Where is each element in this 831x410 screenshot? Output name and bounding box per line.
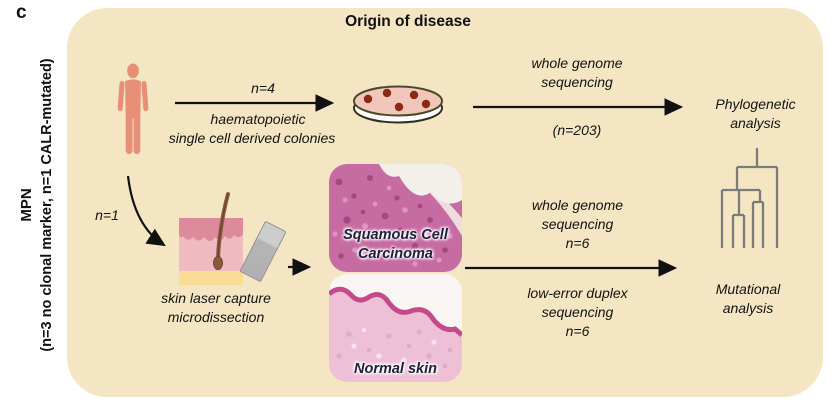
duplex-line2: sequencing xyxy=(541,304,614,320)
side-axis-label: MPN (n=3 no clonal marker, n=1 CALR-muta… xyxy=(17,58,57,351)
duplex-label: low-error duplex sequencing n=6 xyxy=(490,284,665,341)
wgs-203-label: whole genome sequencing xyxy=(497,54,657,92)
wgs-203-line1: whole genome xyxy=(531,55,623,71)
wgs-6-n: n=6 xyxy=(565,235,590,251)
mutational-analysis-label: Mutational analysis xyxy=(678,280,818,318)
scc-label: Squamous Cell Carcinoma xyxy=(329,226,462,264)
normal-skin-label: Normal skin xyxy=(354,361,437,377)
colony-desc-line2: single cell derived colonies xyxy=(168,130,336,146)
side-label-mpn: MPN xyxy=(18,188,35,222)
duplex-n: n=6 xyxy=(565,323,590,339)
normal-skin-histology-image xyxy=(329,274,462,382)
colony-desc-line1: haematopoietic xyxy=(210,111,306,127)
wgs-6-line2: sequencing xyxy=(541,216,614,232)
mutational-line2: analysis xyxy=(722,300,774,316)
panel-title: Origin of disease xyxy=(345,13,471,30)
scc-histology-image xyxy=(329,164,462,272)
duplex-line1: low-error duplex xyxy=(527,285,628,301)
skin-desc-line2: microdissection xyxy=(167,309,265,325)
side-label-detail: (n=3 no clonal marker, n=1 CALR-mutated) xyxy=(39,58,55,352)
scc-label-line2: Carcinoma xyxy=(358,246,433,262)
wgs-203-line2: sequencing xyxy=(541,74,613,90)
colony-n-label: n=4 xyxy=(251,80,275,96)
wgs-203-n: (n=203) xyxy=(552,122,602,138)
phylogenetic-line1: Phylogenetic xyxy=(715,96,796,112)
skin-desc-label: skin laser capture microdissection xyxy=(130,289,302,327)
mutational-line1: Mutational xyxy=(715,281,781,297)
skin-desc-line1: skin laser capture xyxy=(161,290,271,306)
phylogenetic-analysis-label: Phylogenetic analysis xyxy=(683,95,828,133)
scc-label-line1: Squamous Cell xyxy=(343,227,448,243)
skin-n-label: n=1 xyxy=(95,207,119,223)
wgs-6-line1: whole genome xyxy=(531,197,624,213)
wgs-6-label: whole genome sequencing n=6 xyxy=(500,196,655,253)
phylogenetic-line2: analysis xyxy=(730,115,781,131)
panel-letter: c xyxy=(16,2,27,23)
